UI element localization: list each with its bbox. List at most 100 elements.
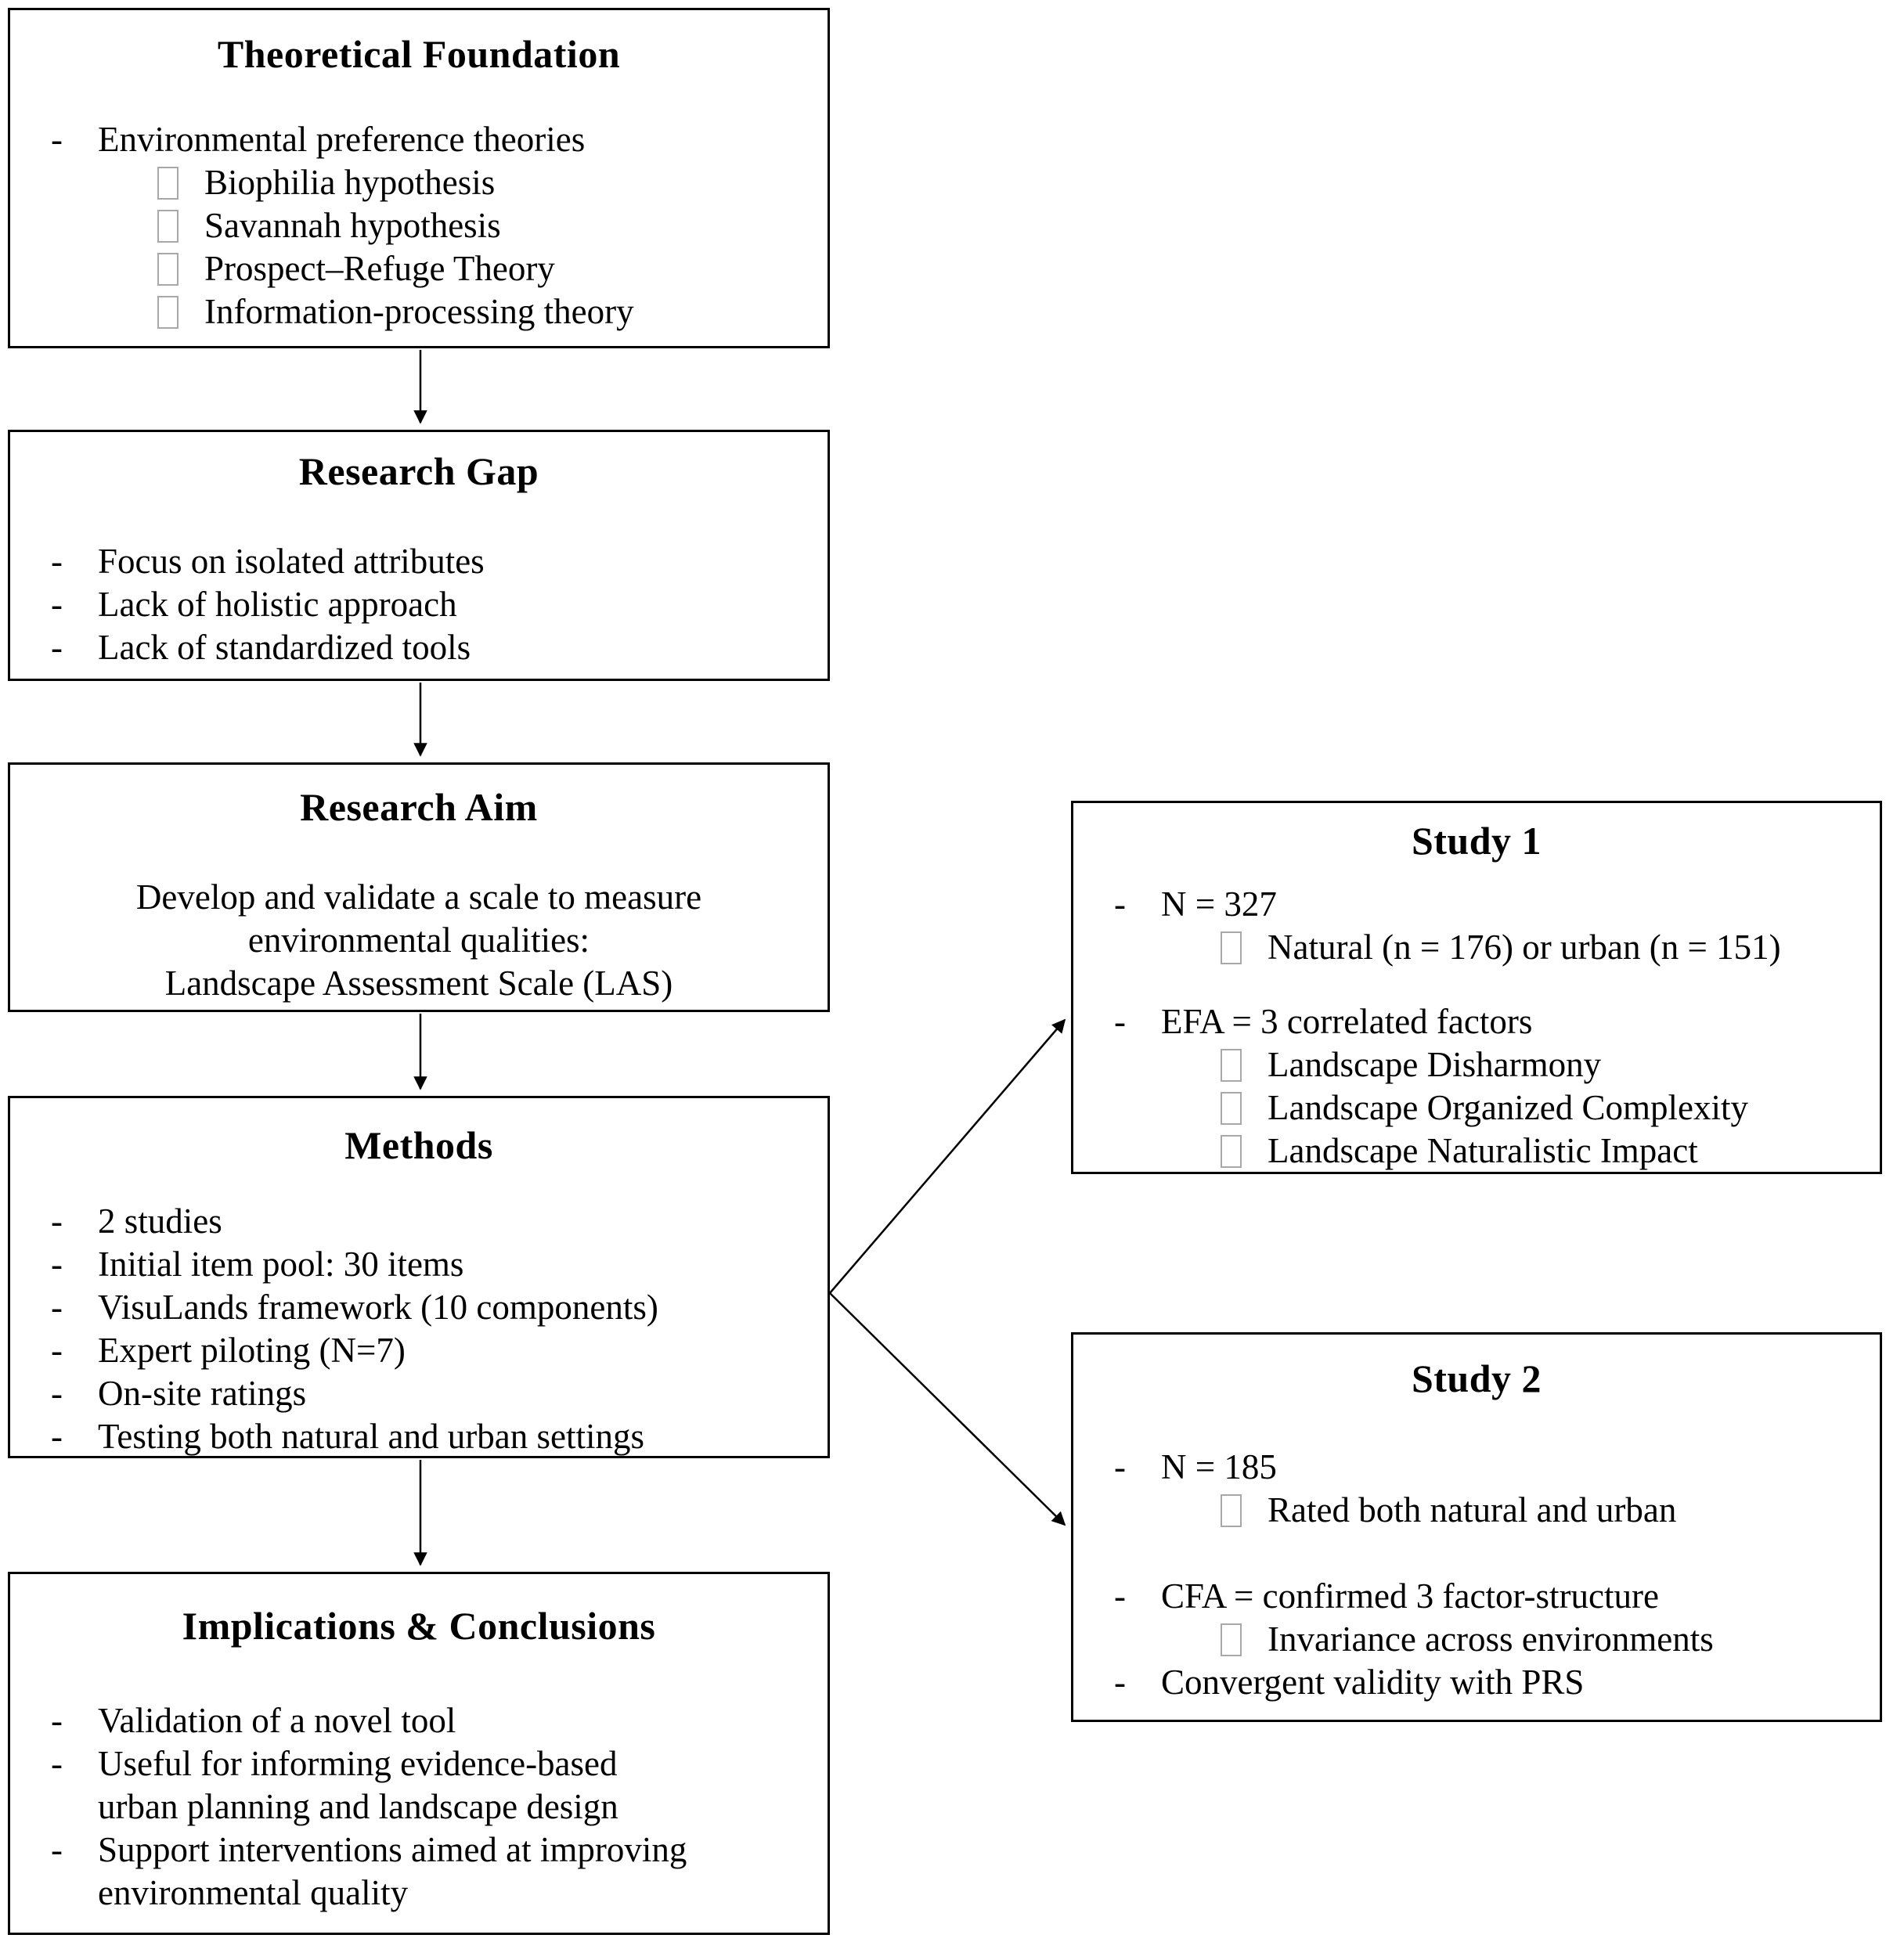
list-item-text: N = 327	[1161, 885, 1277, 924]
dash-bullet: -	[1114, 1002, 1126, 1041]
bullet-list: -Validation of a novel tool -Useful for …	[10, 1699, 828, 1915]
list-item: Information-processing theory	[10, 290, 828, 333]
dash-bullet: -	[1114, 1576, 1126, 1616]
missing-glyph-bullet-icon	[1221, 1494, 1242, 1527]
dash-bullet: -	[51, 1701, 63, 1740]
dash-bullet: -	[51, 120, 63, 159]
arrow-methods-to-study2	[829, 1292, 1066, 1526]
bullet-list: -Focus on isolated attributes -Lack of h…	[10, 540, 828, 669]
box-title: Theoretical Foundation	[217, 32, 621, 76]
missing-glyph-bullet-icon	[157, 167, 178, 200]
list-item-text: Rated both natural and urban	[1268, 1490, 1677, 1529]
missing-glyph-bullet-icon	[1221, 1135, 1242, 1168]
list-item-text: N = 185	[1161, 1447, 1277, 1486]
list-item: -VisuLands framework (10 components)	[10, 1286, 828, 1329]
dash-bullet: -	[51, 1417, 63, 1456]
box-study-2: Study 2 -N = 185 Rated both natural and …	[1071, 1332, 1882, 1722]
list-item: Landscape Naturalistic Impact	[1073, 1130, 1880, 1173]
list-item: -Environmental preference theories	[10, 118, 828, 161]
list-item: Landscape Disharmony	[1073, 1043, 1880, 1086]
list-item-text: EFA = 3 correlated factors	[1161, 1002, 1533, 1041]
list-item-continuation: environmental quality	[10, 1872, 828, 1915]
list-item: -Initial item pool: 30 items	[10, 1243, 828, 1286]
list-item: Prospect–Refuge Theory	[10, 247, 828, 290]
list-item-text: Lack of holistic approach	[98, 585, 457, 624]
list-item: -Testing both natural and urban settings	[10, 1415, 828, 1458]
text-line: Landscape Assessment Scale (LAS)	[10, 962, 828, 1005]
list-item: -Lack of standardized tools	[10, 626, 828, 669]
list-item-text: Initial item pool: 30 items	[98, 1245, 464, 1284]
missing-glyph-bullet-icon	[1221, 1092, 1242, 1125]
box-title: Research Gap	[298, 449, 539, 493]
bullet-list: -N = 327 Natural (n = 176) or urban (n =…	[1073, 883, 1880, 1173]
bullet-list: -2 studies -Initial item pool: 30 items …	[10, 1200, 828, 1458]
list-item-text: Testing both natural and urban settings	[98, 1417, 644, 1456]
dash-bullet: -	[51, 1744, 63, 1783]
text-line: Develop and validate a scale to measure	[10, 876, 828, 919]
list-item-text: 2 studies	[98, 1202, 222, 1241]
list-item: -Validation of a novel tool	[10, 1699, 828, 1742]
blank-line	[1073, 1532, 1880, 1575]
arrow-methods-to-study1	[829, 1018, 1066, 1294]
dash-bullet: -	[51, 542, 63, 581]
list-item: -Support interventions aimed at improvin…	[10, 1829, 828, 1872]
list-item: -Expert piloting (N=7)	[10, 1329, 828, 1372]
list-item: Natural (n = 176) or urban (n = 151)	[1073, 926, 1880, 969]
list-item-text: Environmental preference theories	[98, 120, 586, 159]
list-item: -EFA = 3 correlated factors	[1073, 1000, 1880, 1043]
list-item-text: Convergent validity with PRS	[1161, 1663, 1585, 1702]
list-item-text: Validation of a novel tool	[98, 1701, 456, 1740]
blank-line	[1073, 969, 1880, 1000]
dash-bullet: -	[51, 1830, 63, 1869]
box-title: Study 1	[1411, 819, 1542, 863]
list-item: Rated both natural and urban	[1073, 1489, 1880, 1532]
box-theoretical-foundation: Theoretical Foundation -Environmental pr…	[8, 8, 830, 348]
list-item: -Lack of holistic approach	[10, 583, 828, 626]
box-research-aim: Research Aim Develop and validate a scal…	[8, 762, 830, 1012]
dash-bullet: -	[1114, 1447, 1126, 1486]
list-item: -Focus on isolated attributes	[10, 540, 828, 583]
list-item-text: VisuLands framework (10 components)	[98, 1288, 658, 1327]
list-item: -Convergent validity with PRS	[1073, 1661, 1880, 1704]
list-item-text: urban planning and landscape design	[98, 1787, 618, 1826]
list-item-text: Useful for informing evidence-based	[98, 1744, 618, 1783]
box-methods: Methods -2 studies -Initial item pool: 3…	[8, 1096, 830, 1458]
list-item-text: Expert piloting (N=7)	[98, 1331, 406, 1370]
list-item-text: CFA = confirmed 3 factor-structure	[1161, 1576, 1659, 1616]
text-line-content: Develop and validate a scale to measure	[135, 877, 702, 917]
list-item: Landscape Organized Complexity	[1073, 1086, 1880, 1130]
dash-bullet: -	[1114, 885, 1126, 924]
text-line: environmental qualities:	[10, 919, 828, 962]
box-title: Methods	[344, 1123, 493, 1167]
box-research-gap: Research Gap -Focus on isolated attribut…	[8, 430, 830, 681]
list-item-text: Savannah hypothesis	[204, 206, 501, 245]
list-item-text: Prospect–Refuge Theory	[204, 249, 555, 288]
list-item-text: Support interventions aimed at improving	[98, 1830, 687, 1869]
list-item: -N = 327	[1073, 883, 1880, 926]
box-title: Research Aim	[300, 785, 538, 829]
list-item: Invariance across environments	[1073, 1618, 1880, 1661]
list-item: -2 studies	[10, 1200, 828, 1243]
list-item-text: On-site ratings	[98, 1374, 307, 1413]
missing-glyph-bullet-icon	[1221, 1049, 1242, 1082]
list-item-text: Landscape Organized Complexity	[1268, 1088, 1748, 1127]
list-item: -N = 185	[1073, 1446, 1880, 1489]
list-item-text: environmental quality	[98, 1873, 409, 1912]
dash-bullet: -	[51, 585, 63, 624]
list-item-text: Landscape Disharmony	[1268, 1045, 1602, 1084]
missing-glyph-bullet-icon	[1221, 931, 1242, 964]
list-item-text: Information-processing theory	[204, 292, 634, 331]
dash-bullet: -	[1114, 1663, 1126, 1702]
list-item: Biophilia hypothesis	[10, 161, 828, 204]
dash-bullet: -	[51, 1331, 63, 1370]
missing-glyph-bullet-icon	[157, 253, 178, 286]
text-line-content: environmental qualities:	[247, 921, 590, 960]
box-title: Implications & Conclusions	[182, 1604, 656, 1648]
dash-bullet: -	[51, 1288, 63, 1327]
bullet-list: -N = 185 Rated both natural and urban -C…	[1073, 1446, 1880, 1704]
dash-bullet: -	[51, 1245, 63, 1284]
dash-bullet: -	[51, 1202, 63, 1241]
list-item: -On-site ratings	[10, 1372, 828, 1415]
